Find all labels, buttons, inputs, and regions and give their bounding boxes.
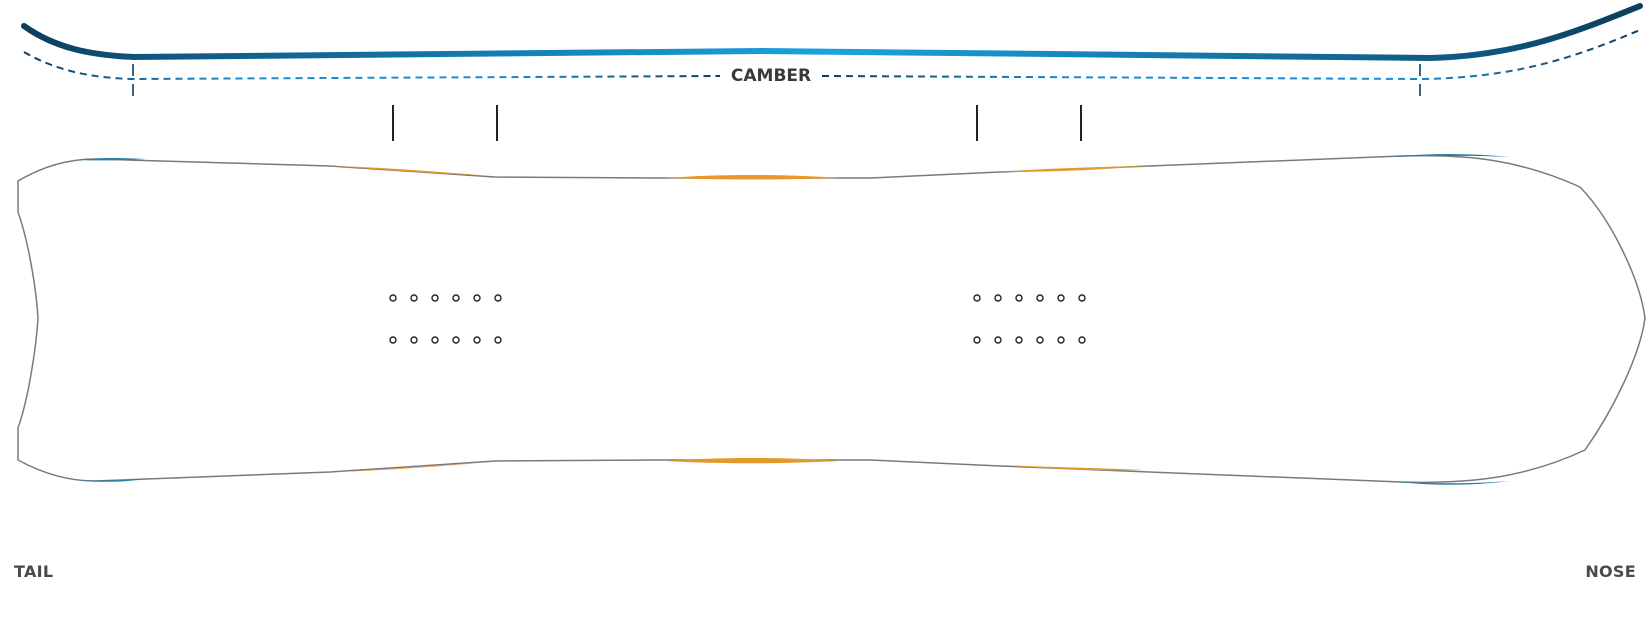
insert-hole-nose <box>994 336 1002 344</box>
stance-markers <box>392 105 1082 141</box>
insert-pack-tail <box>389 294 502 344</box>
insert-hole-nose <box>1057 294 1065 302</box>
insert-hole-tail <box>452 294 460 302</box>
sidecut-top-right <box>1000 166 1145 172</box>
insert-hole-tail <box>452 336 460 344</box>
tip-edge-accents <box>80 154 1510 485</box>
insert-hole-nose <box>1057 336 1065 344</box>
insert-hole-nose <box>973 294 981 302</box>
sidecut-accents <box>330 166 1145 472</box>
profile-solid-line <box>21 3 1643 62</box>
tip-edge-nose-bottom <box>1390 481 1510 485</box>
insert-hole-nose <box>1036 336 1044 344</box>
tip-edge-tail-bottom <box>80 479 145 482</box>
insert-hole-tail <box>389 336 397 344</box>
insert-hole-tail <box>473 336 481 344</box>
insert-hole-tail <box>410 336 418 344</box>
insert-hole-tail <box>431 336 439 344</box>
sidecut-bottom-center <box>665 458 840 464</box>
insert-hole-tail <box>473 294 481 302</box>
insert-hole-nose <box>1078 336 1086 344</box>
insert-hole-tail <box>410 294 418 302</box>
sidecut-top-center <box>665 175 840 180</box>
camber-dashed-line-right <box>821 29 1641 81</box>
profile-label: CAMBER <box>731 66 811 86</box>
insert-hole-nose <box>1078 294 1086 302</box>
insert-pack-nose <box>973 294 1086 344</box>
nose-label: NOSE <box>1585 562 1636 581</box>
insert-hole-tail <box>431 294 439 302</box>
insert-hole-nose <box>1015 336 1023 344</box>
sidecut-bottom-right <box>1000 465 1145 471</box>
tail-label: TAIL <box>14 562 54 581</box>
insert-hole-tail <box>494 336 502 344</box>
insert-hole-nose <box>1036 294 1044 302</box>
insert-hole-tail <box>494 294 502 302</box>
insert-hole-nose <box>1015 294 1023 302</box>
tip-edge-nose-top <box>1390 154 1510 157</box>
insert-hole-nose <box>994 294 1002 302</box>
camber-dashed-line-left <box>23 51 721 81</box>
board-outline <box>17 154 1646 484</box>
sidecut-top-left <box>330 166 480 175</box>
insert-hole-nose <box>973 336 981 344</box>
tip-edge-tail-top <box>80 158 145 161</box>
insert-hole-tail <box>389 294 397 302</box>
